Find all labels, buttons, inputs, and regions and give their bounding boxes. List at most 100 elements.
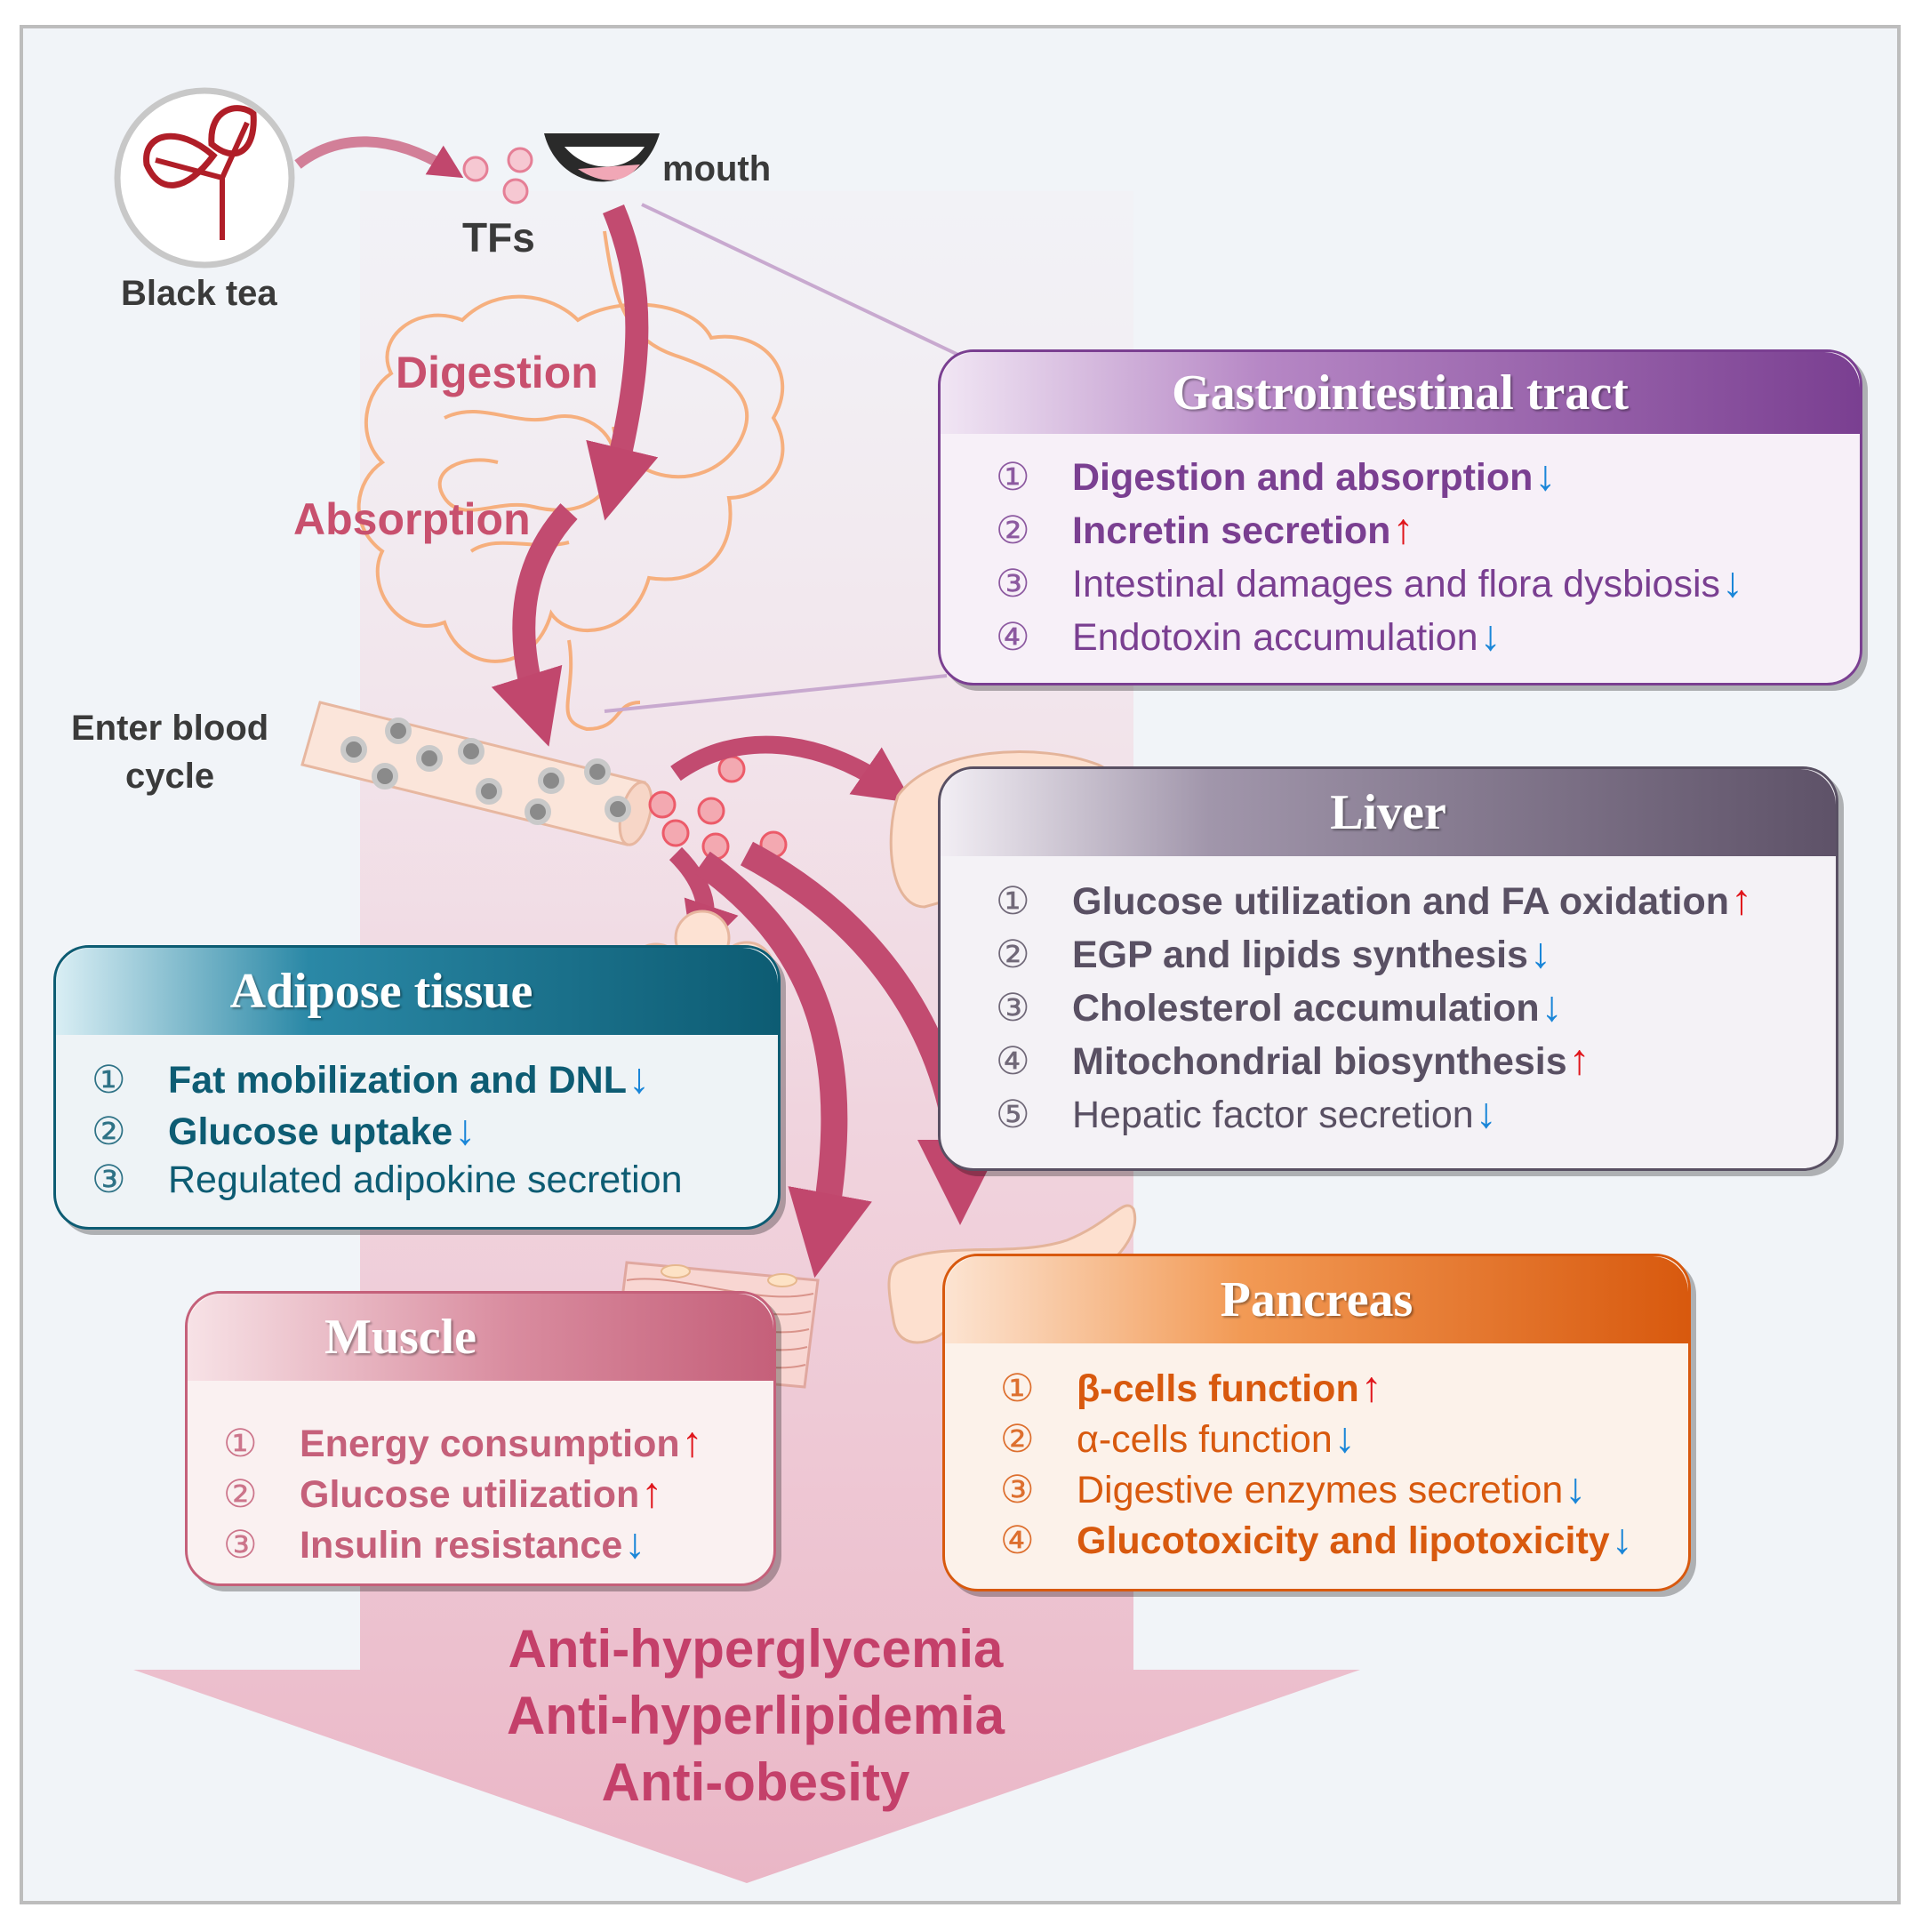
absorption-label: Absorption [293, 494, 531, 544]
blood-vessel-icon [300, 701, 653, 846]
down-arrow-icon: ↓ [1534, 453, 1557, 500]
item-text: Glucotoxicity and lipotoxicity [1077, 1519, 1610, 1562]
item-text: Regulated adipokine secretion [168, 1158, 683, 1201]
to-liver-arrow [670, 735, 913, 804]
item-text: Glucose uptake [168, 1110, 453, 1153]
item-number: ① [996, 456, 1030, 499]
gi-item: ④ Endotoxin accumulation↓ [996, 612, 1502, 661]
gi-item: ① Digestion and absorption↓ [996, 452, 1556, 501]
down-arrow-icon: ↓ [454, 1107, 476, 1154]
item-number: ③ [92, 1158, 126, 1201]
up-arrow-icon: ↑ [1731, 877, 1752, 924]
down-arrow-icon: ↓ [1529, 930, 1551, 977]
item-number: ③ [996, 563, 1030, 605]
item-text: Digestive enzymes secretion [1077, 1469, 1564, 1511]
down-arrow-icon: ↓ [1722, 559, 1744, 606]
item-number: ② [996, 934, 1030, 976]
item-number: ① [92, 1059, 126, 1102]
item-number: ④ [1000, 1519, 1035, 1562]
item-text: Glucose utilization and FA oxidation [1072, 880, 1729, 923]
down-arrow-icon: ↓ [1541, 983, 1563, 1030]
black-tea-icon [114, 87, 295, 269]
item-number: ① [996, 880, 1030, 923]
pancreas-item: ④ Glucotoxicity and lipotoxicity↓ [1000, 1515, 1633, 1564]
item-number: ① [223, 1423, 258, 1465]
tfs-label: TFs [462, 214, 535, 261]
outcome-line-1: Anti-hyperglycemia [508, 1619, 1004, 1679]
digestion-arrow [586, 204, 659, 521]
item-number: ② [1000, 1418, 1035, 1461]
item-text: β-cells function [1077, 1367, 1359, 1410]
down-arrow-icon: ↓ [1479, 613, 1502, 660]
adipose-item: ② Glucose uptake↓ [92, 1106, 476, 1155]
muscle-box-title: Muscle [188, 1294, 773, 1381]
liver-item: ⑤ Hepatic factor secretion↓ [996, 1089, 1497, 1138]
absorption-arrow [491, 503, 578, 747]
outcome-line-2: Anti-hyperlipidemia [506, 1686, 1005, 1745]
up-arrow-icon: ↑ [1568, 1037, 1590, 1084]
adipose-box: Adipose tissue ① Fat mobilization and DNL… [53, 945, 781, 1230]
down-arrow-icon: ↓ [1333, 1415, 1356, 1462]
item-number: ② [996, 509, 1030, 552]
mouth-icon [544, 133, 660, 182]
muscle-item: ③ Insulin resistance↓ [223, 1519, 645, 1568]
black-tea-label: Black tea [121, 274, 277, 313]
item-number: ② [92, 1110, 126, 1153]
liver-item: ② EGP and lipids synthesis↓ [996, 929, 1551, 978]
muscle-item: ① Energy consumption↑ [223, 1418, 703, 1467]
liver-item: ④ Mitochondrial biosynthesis↑ [996, 1036, 1590, 1085]
item-text: Hepatic factor secretion [1072, 1094, 1474, 1136]
muscle-item: ② Glucose utilization↑ [223, 1469, 662, 1518]
item-number: ② [223, 1473, 258, 1516]
item-text: Insulin resistance [300, 1524, 623, 1567]
liver-box-title: Liver [941, 769, 1836, 856]
gi-connector-line [641, 203, 961, 357]
pancreas-box-title: Pancreas [945, 1256, 1688, 1343]
item-number: ① [1000, 1367, 1035, 1410]
item-text: Endotoxin accumulation [1072, 616, 1478, 659]
item-text: Fat mobilization and DNL [168, 1059, 627, 1102]
down-arrow-icon: ↓ [1565, 1465, 1587, 1512]
liver-item: ① Glucose utilization and FA oxidation↑ [996, 876, 1752, 925]
item-text: EGP and lipids synthesis [1072, 934, 1528, 976]
gi-connector-line [604, 674, 948, 713]
adipose-item: ③ Regulated adipokine secretion [92, 1158, 683, 1202]
outcome-line-3: Anti-obesity [601, 1752, 910, 1812]
up-arrow-icon: ↑ [1392, 506, 1414, 553]
item-number: ③ [223, 1524, 258, 1567]
item-number: ⑤ [996, 1094, 1030, 1136]
item-text: Digestion and absorption [1072, 456, 1534, 499]
gi-item: ② Incretin secretion↑ [996, 505, 1413, 554]
down-arrow-icon: ↓ [1475, 1090, 1497, 1137]
item-text: Energy consumption [300, 1423, 680, 1465]
mouth-label: mouth [662, 149, 772, 188]
up-arrow-icon: ↑ [681, 1419, 703, 1466]
adipose-item: ① Fat mobilization and DNL↓ [92, 1054, 650, 1103]
down-arrow-icon: ↓ [624, 1520, 646, 1567]
up-arrow-icon: ↑ [641, 1470, 663, 1517]
item-number: ③ [996, 987, 1030, 1030]
down-arrow-icon: ↓ [1611, 1516, 1633, 1563]
down-arrow-icon: ↓ [628, 1055, 650, 1102]
liver-box: Liver ① Glucose utilization and FA oxidat… [938, 766, 1838, 1171]
digestion-label: Digestion [396, 348, 598, 397]
gi-box-title: Gastrointestinal tract [941, 352, 1860, 434]
item-number: ④ [996, 616, 1030, 659]
item-number: ④ [996, 1040, 1030, 1083]
item-text: Glucose utilization [300, 1473, 640, 1516]
pancreas-item: ① β-cells function↑ [1000, 1363, 1382, 1412]
enter-blood-label: Enter blood cycle [71, 709, 269, 796]
gi-box: Gastrointestinal tract ① Digestion and ab… [938, 349, 1862, 685]
pancreas-item: ② α-cells function↓ [1000, 1414, 1356, 1463]
item-text: α-cells function [1077, 1418, 1333, 1461]
item-text: Incretin secretion [1072, 509, 1391, 552]
pancreas-box: Pancreas ① β-cells function↑ ② α-cells func… [942, 1254, 1691, 1591]
to-muscle-arrow [694, 851, 872, 1279]
adipose-box-title: Adipose tissue [56, 948, 778, 1035]
up-arrow-icon: ↑ [1360, 1364, 1382, 1411]
tf-molecule-icon [462, 147, 533, 204]
item-text: Mitochondrial biosynthesis [1072, 1040, 1567, 1083]
